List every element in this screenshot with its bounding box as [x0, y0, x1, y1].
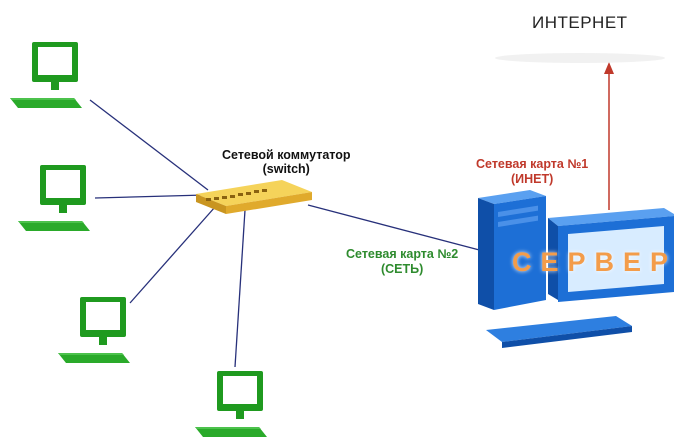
- workstation-1: [10, 42, 82, 108]
- workstation-2: [18, 165, 90, 231]
- nic2-label-line1: Сетевая карта №2: [346, 247, 459, 261]
- nic1-label: Сетевая карта №1 (ИНЕТ): [476, 157, 588, 187]
- desktop-computer-icon: [58, 297, 130, 363]
- internet-haze: [495, 53, 665, 63]
- link-pc4-switch: [234, 209, 246, 368]
- connection-lines: [89, 99, 488, 368]
- internet-uplink-arrow: [604, 62, 614, 210]
- link-pc1-switch: [89, 99, 209, 191]
- link-pc2-switch: [94, 194, 206, 199]
- switch-label: Сетевой коммутатор (switch): [222, 148, 351, 176]
- nic1-label-line1: Сетевая карта №1: [476, 157, 589, 171]
- nic2-label-line2: (СЕТЬ): [380, 262, 424, 276]
- switch-label-line1: Сетевой коммутатор: [222, 148, 351, 162]
- desktop-computer-icon: [195, 371, 267, 437]
- server-computer-icon: [478, 190, 674, 348]
- nic2-label: Сетевая карта №2 (СЕТЬ): [346, 247, 458, 277]
- desktop-computer-icon: [18, 165, 90, 231]
- workstation-4: [195, 371, 267, 437]
- switch-label-line2: (switch): [262, 162, 310, 176]
- workstation-3: [58, 297, 130, 363]
- link-pc3-switch: [129, 206, 216, 304]
- internet-label: ИНТЕРНЕТ: [532, 13, 628, 32]
- desktop-computer-icon: [10, 42, 82, 108]
- nic1-label-line2: (ИНЕТ): [510, 172, 554, 186]
- server-label: СЕРВЕР: [512, 247, 674, 277]
- network-switch-icon: [196, 180, 312, 214]
- link-switch-server: [307, 204, 488, 253]
